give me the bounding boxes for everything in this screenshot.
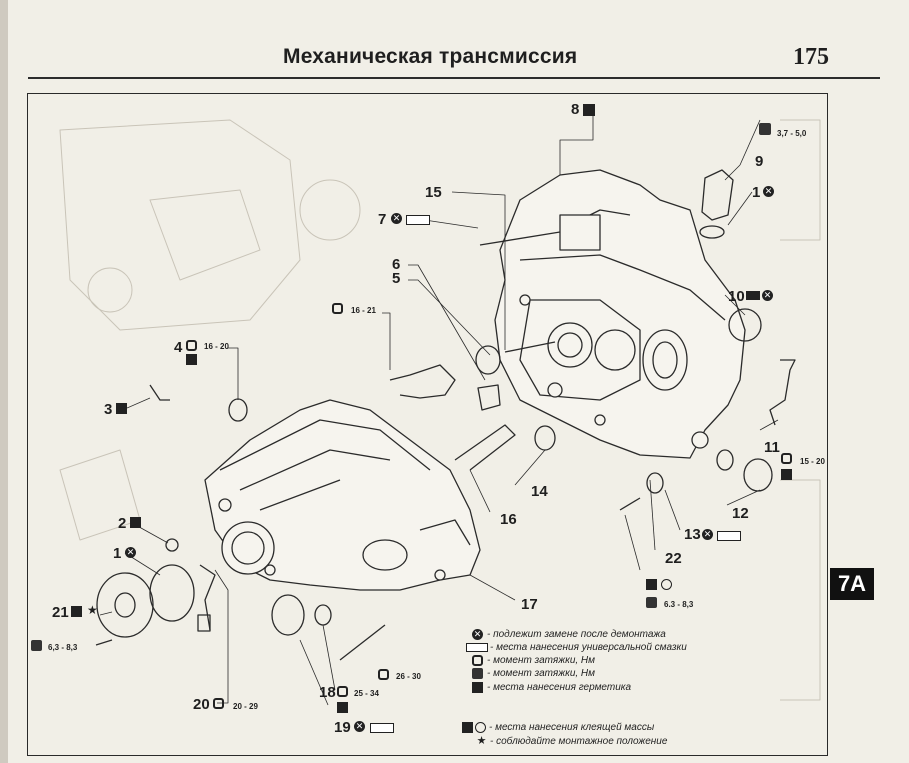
torque-callout-4: 16 - 20 [204,342,229,351]
legend-row: - момент затяжки, Нм [462,667,595,679]
page-binding-edge [0,0,8,763]
sealant-icon [472,681,483,693]
sealant-icon [130,517,141,528]
adhesive-dot-icon [475,721,486,733]
callout-22: 22 [665,550,682,567]
replace-x-icon: ✕ [702,529,713,540]
legend-text: - места нанесения клеящей массы [489,721,655,733]
torque-callout-22: 6.3 - 8,3 [664,600,694,609]
front-housing [204,399,481,591]
legend-row: - места нанесения герметика [462,681,631,693]
legend-text: - места нанесения герметика [487,681,632,693]
callout-9: 9 [755,153,764,170]
torque-icon [337,686,348,697]
callout-14: 14 [531,483,548,500]
torque-callout-18b: 25 - 34 [354,689,379,698]
sealant-icon [583,104,595,116]
adhesive-icon [462,721,473,733]
grease-icon [406,215,430,225]
torque-callout-21: 6,3 - 8,3 [48,643,78,652]
grease-icon [746,291,760,300]
legend-row: - места нанесения универсальной смазки [462,641,687,653]
replace-x-icon: ✕ [762,290,773,301]
torque-callout-20: 20 - 29 [233,702,258,711]
legend-text: - момент затяжки, Нм [487,667,596,679]
page-title: Механическая трансмиссия [283,45,578,68]
diagram-frame [27,93,828,756]
torque-callout-9: 3,7 - 5,0 [777,129,807,138]
callout-16: 16 [500,511,517,528]
legend-row: - момент затяжки, Нм [462,654,595,666]
callout-17: 17 [521,596,538,613]
callout-13: 13 [684,526,701,543]
callout-10: 10 [728,288,745,305]
torque-icon [781,453,792,464]
grease-icon [370,723,394,733]
replace-x-icon: ✕ [354,721,365,732]
sealant-icon [186,354,197,365]
callout-19: 19 [334,719,351,736]
callout-15: 15 [425,184,442,201]
callout-8: 8 [571,101,580,118]
sealant-icon [781,469,792,480]
callout-2: 2 [118,515,127,532]
torque-icon [186,340,197,351]
replace-x-icon: ✕ [125,547,136,558]
callout-1-top: 1 [752,184,761,201]
torque-callout-6: 16 - 21 [351,306,376,315]
callout-20: 20 [193,696,210,713]
replace-x-icon: ✕ [472,628,483,640]
torque-icon [378,669,389,680]
callout-4: 4 [174,339,183,356]
header-rule [28,77,880,79]
grease-icon [466,642,488,652]
callout-7: 7 [378,211,387,228]
callout-3: 3 [104,401,113,418]
torque-icon [213,698,224,709]
replace-x-icon: ✕ [763,186,774,197]
torque-icon [472,654,483,666]
star-icon: ★ [476,734,487,747]
legend-row: - места нанесения клеящей массы [462,721,654,733]
callout-11: 11 [764,439,780,456]
replace-x-icon: ✕ [391,213,402,224]
torque-wrench-icon [472,667,483,679]
callout-6: 6 [392,256,401,273]
star-icon: ★ [87,603,98,617]
torque-icon [332,303,343,314]
adhesive-icon [646,579,657,590]
legend-row: ★ - соблюдайте монтажное положение [462,734,668,747]
torque-callout-11: 15 - 20 [800,457,825,466]
torque-wrench-icon [31,640,42,651]
torque-callout-18a: 26 - 30 [396,672,421,681]
callout-12: 12 [732,505,749,522]
legend-text: - момент затяжки, Нм [487,654,596,666]
sealant-icon [116,403,127,414]
section-tab: 7A [830,568,874,600]
adhesive-dot-icon [661,579,672,590]
torque-wrench-icon [759,123,771,135]
rear-housing [479,169,746,459]
callout-18: 18 [319,684,336,701]
callout-21: 21 [52,604,69,621]
sealant-icon [337,702,348,713]
small-parts [95,169,796,661]
callout-1-left: 1 [113,545,122,562]
callout-5: 5 [392,270,401,287]
grease-icon [717,531,741,541]
legend-text: - соблюдайте монтажное положение [490,735,668,747]
torque-wrench-icon [646,597,657,608]
legend-text: - подлежит замене после демонтажа [487,628,666,640]
page-number: 175 [793,44,829,70]
legend-row: ✕ - подлежит замене после демонтажа [462,628,666,640]
sealant-icon [71,606,82,617]
legend-text: - места нанесения универсальной смазки [490,641,687,653]
leader-lines [99,113,779,706]
